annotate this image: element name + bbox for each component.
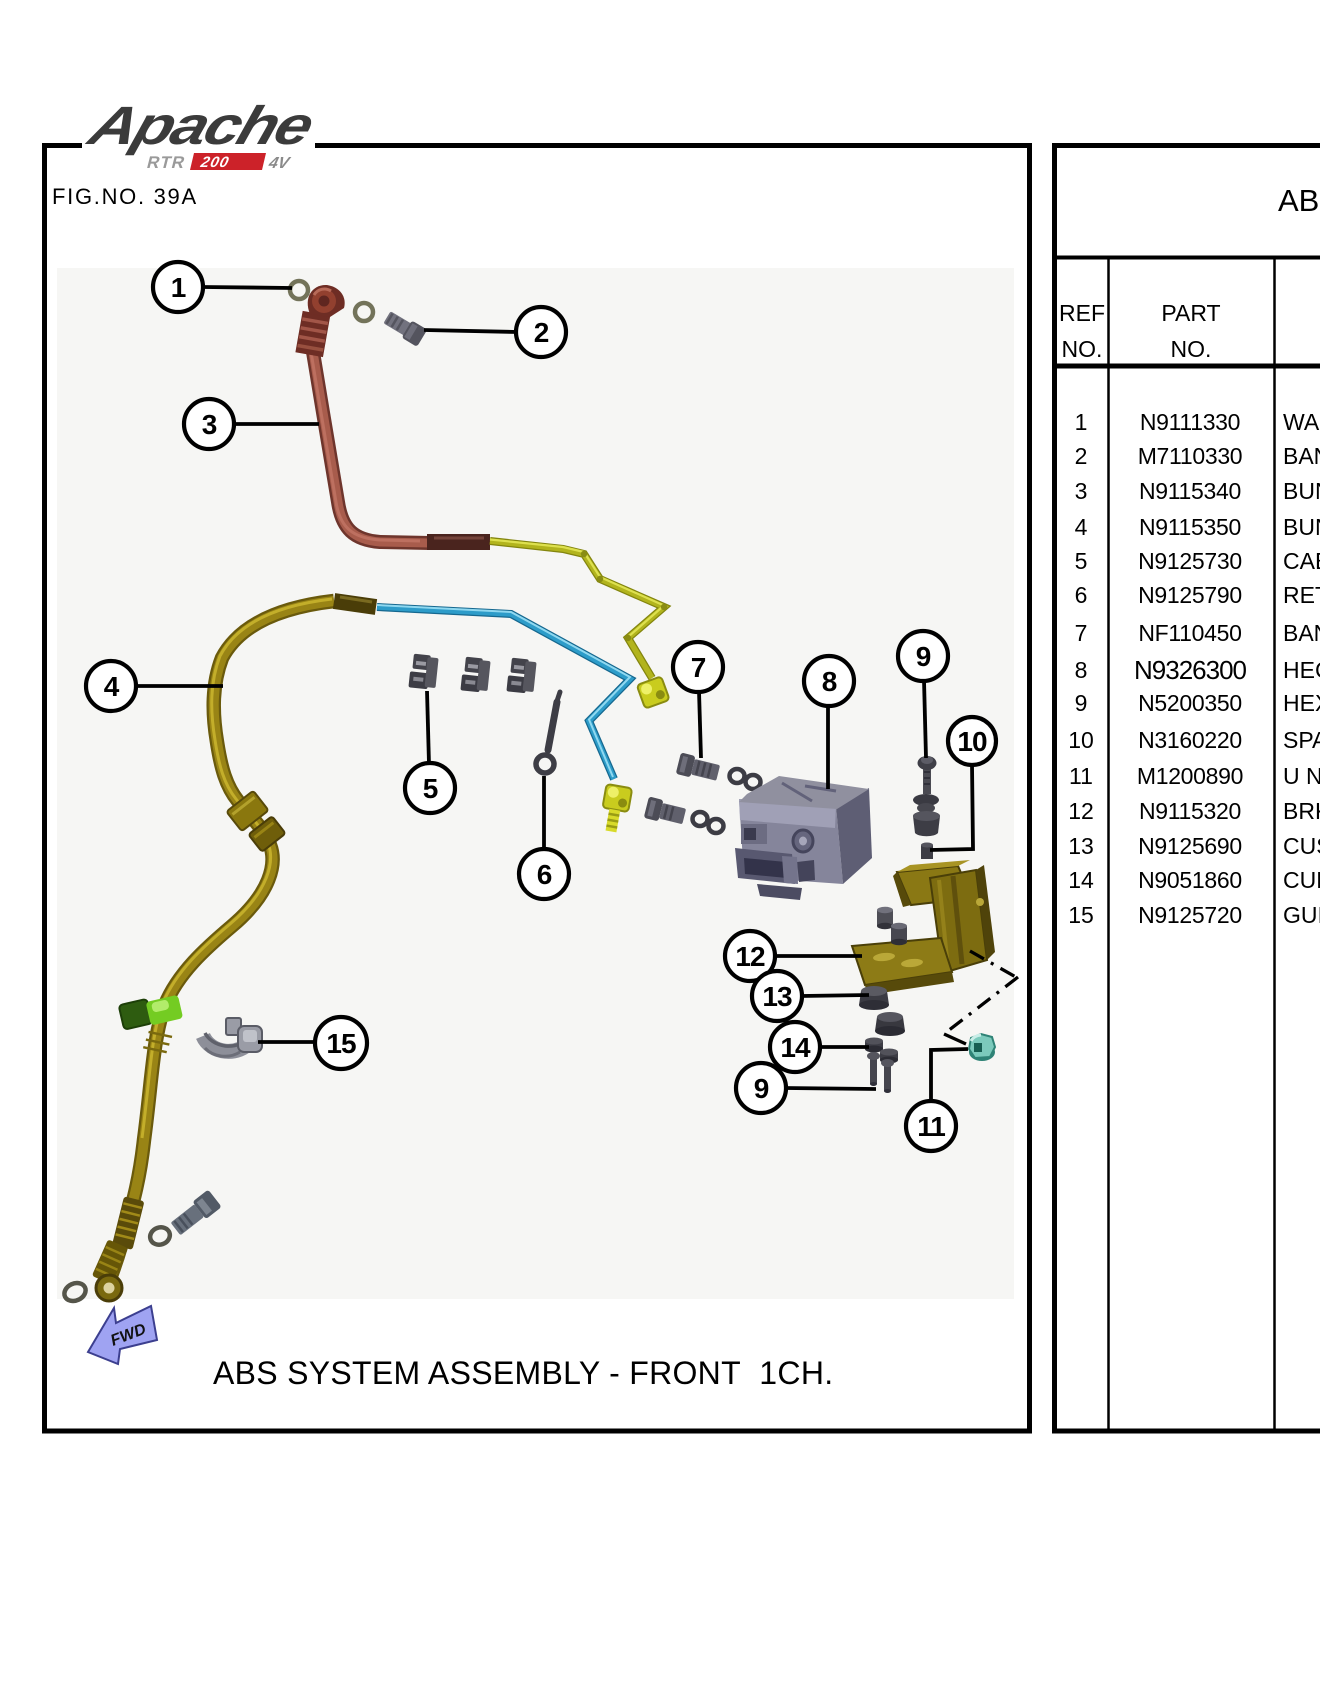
svg-text:11: 11 [1069, 763, 1093, 789]
svg-text:3: 3 [202, 409, 217, 440]
svg-text:GUIDE: GUIDE [1283, 902, 1320, 928]
svg-text:BUNDY PIPE: BUNDY PIPE [1283, 478, 1320, 504]
svg-text:WASHER: WASHER [1283, 409, 1320, 435]
svg-text:REF: REF [1059, 300, 1105, 326]
svg-text:5: 5 [423, 773, 438, 804]
svg-text:N9115350: N9115350 [1139, 514, 1241, 540]
svg-text:200: 200 [198, 154, 231, 171]
svg-text:CUSHION: CUSHION [1283, 833, 1320, 859]
svg-text:HEX BOLT: HEX BOLT [1283, 690, 1320, 716]
svg-text:NO.: NO. [1062, 336, 1103, 362]
svg-text:15: 15 [326, 1028, 356, 1059]
svg-text:14: 14 [1068, 867, 1094, 893]
svg-text:10: 10 [957, 726, 987, 757]
svg-text:N9326300: N9326300 [1134, 655, 1247, 685]
svg-text:10: 10 [1068, 727, 1094, 753]
svg-text:4: 4 [104, 671, 120, 702]
svg-text:RTR: RTR [145, 152, 188, 172]
svg-text:2: 2 [1075, 443, 1088, 469]
svg-text:N9051860: N9051860 [1138, 867, 1242, 893]
svg-text:9: 9 [1075, 690, 1088, 716]
svg-text:N9125690: N9125690 [1138, 833, 1242, 859]
svg-text:7: 7 [1075, 620, 1088, 646]
svg-text:FIG.NO. 39A: FIG.NO. 39A [52, 184, 198, 209]
svg-text:15: 15 [1068, 902, 1094, 928]
svg-text:CUP WASHER: CUP WASHER [1283, 867, 1320, 893]
svg-text:PART: PART [1161, 300, 1220, 326]
svg-text:13: 13 [1068, 833, 1094, 859]
svg-text:1: 1 [171, 272, 186, 303]
svg-text:11: 11 [917, 1111, 945, 1142]
svg-text:4: 4 [1075, 514, 1088, 540]
svg-text:12: 12 [735, 941, 765, 972]
svg-text:6: 6 [537, 859, 552, 890]
svg-text:9: 9 [754, 1073, 769, 1104]
svg-text:12: 12 [1068, 798, 1094, 824]
svg-text:3: 3 [1075, 478, 1088, 504]
svg-text:HECU ASSY: HECU ASSY [1283, 657, 1320, 683]
svg-text:N9111330: N9111330 [1140, 409, 1240, 435]
svg-text:M1200890: M1200890 [1137, 763, 1243, 789]
svg-text:RETAINER: RETAINER [1283, 582, 1320, 608]
svg-text:N9125730: N9125730 [1138, 548, 1242, 574]
svg-text:5: 5 [1075, 548, 1088, 574]
svg-text:BANJO BOLT: BANJO BOLT [1283, 620, 1320, 646]
svg-text:Apache: Apache [80, 95, 321, 155]
svg-text:N9115340: N9115340 [1139, 478, 1241, 504]
svg-text:N5200350: N5200350 [1138, 690, 1242, 716]
svg-text:M7110330: M7110330 [1138, 443, 1243, 469]
svg-text:N9125790: N9125790 [1138, 582, 1242, 608]
svg-text:BANJO BOLT: BANJO BOLT [1283, 443, 1320, 469]
svg-text:7: 7 [691, 652, 706, 683]
svg-text:8: 8 [1075, 657, 1088, 683]
svg-text:NO.: NO. [1171, 336, 1212, 362]
svg-text:U NUT: U NUT [1283, 763, 1320, 789]
svg-text:ABS SYSTEM ASSEMBLY - FRONT 1: ABS SYSTEM ASSEMBLY - FRONT 1CH. [213, 1355, 833, 1391]
svg-text:BRKT HECU: BRKT HECU [1283, 798, 1320, 824]
svg-text:ABS SYSTEM ASSEMBLY - FRONT 1C: ABS SYSTEM ASSEMBLY - FRONT 1CH. [1278, 183, 1320, 218]
svg-text:NF110450: NF110450 [1138, 620, 1241, 646]
svg-text:9: 9 [916, 641, 931, 672]
svg-text:BUNDY PIPE: BUNDY PIPE [1283, 514, 1320, 540]
svg-text:13: 13 [762, 981, 792, 1012]
svg-text:1: 1 [1075, 409, 1088, 435]
svg-text:8: 8 [822, 666, 837, 697]
svg-text:14: 14 [780, 1032, 811, 1063]
svg-text:CABLE CLIP: CABLE CLIP [1283, 548, 1320, 574]
svg-text:N9115320: N9115320 [1139, 798, 1241, 824]
svg-text:6: 6 [1075, 582, 1088, 608]
svg-text:SPACER: SPACER [1283, 727, 1320, 753]
svg-text:2: 2 [534, 317, 549, 348]
svg-text:N9125720: N9125720 [1138, 902, 1242, 928]
svg-text:N3160220: N3160220 [1138, 727, 1242, 753]
svg-text:4V: 4V [266, 154, 292, 172]
